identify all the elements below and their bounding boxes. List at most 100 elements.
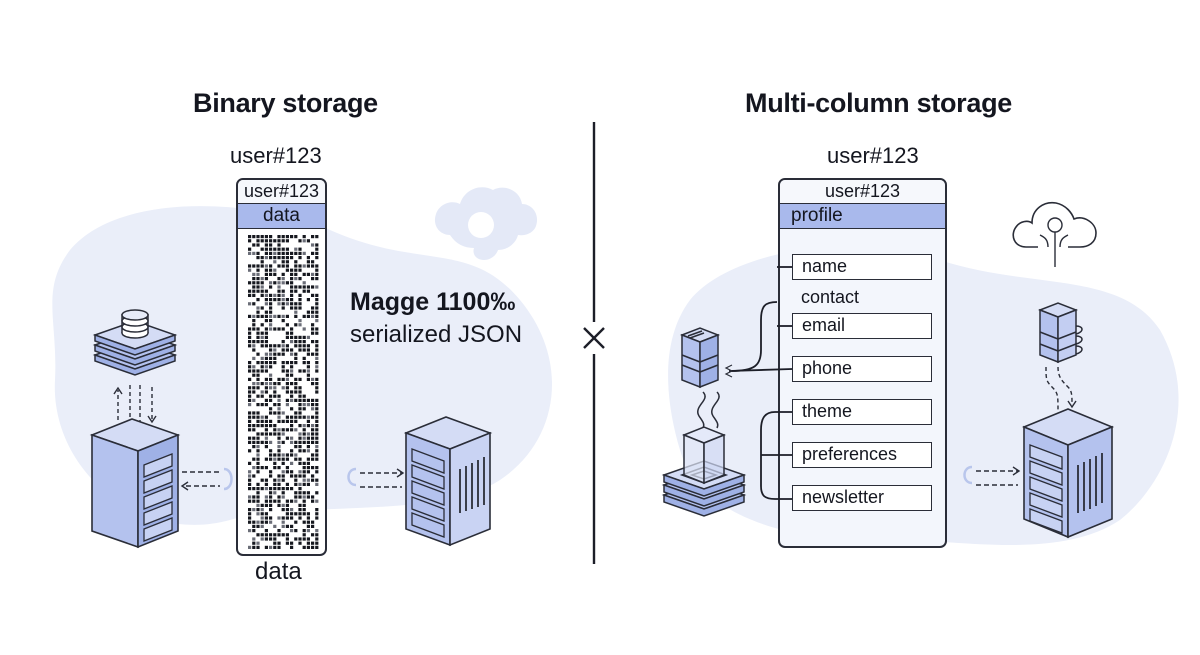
noise-cell (256, 520, 260, 524)
noise-cell (315, 407, 319, 411)
noise-cell (277, 239, 281, 243)
noise-cell (298, 445, 302, 449)
field-phone: phone (792, 356, 932, 382)
noise-cell (273, 541, 277, 545)
noise-cell (264, 356, 268, 360)
noise-cell (256, 470, 260, 474)
noise-cell (252, 495, 256, 499)
noise-cell (260, 344, 264, 348)
noise-cell (302, 272, 306, 276)
noise-cell (302, 407, 306, 411)
noise-cell (290, 302, 294, 306)
annotation-headline: Magge 1100‰ (350, 288, 516, 316)
noise-cell (306, 361, 310, 365)
noise-cell (256, 503, 260, 507)
noise-cell (298, 512, 302, 516)
noise-cell (290, 306, 294, 310)
noise-cell (264, 335, 268, 339)
dashed-curve-arrows (1045, 366, 1077, 412)
noise-cell (269, 243, 273, 247)
noise-cell (264, 382, 268, 386)
noise-cell (311, 285, 315, 289)
noise-cell (264, 256, 268, 260)
noise-cell (273, 491, 277, 495)
noise-cell (315, 382, 319, 386)
noise-cell (285, 314, 289, 318)
profile-band: profile (780, 204, 945, 229)
noise-cell (277, 327, 281, 331)
cloud-blob-icon (434, 187, 538, 260)
noise-cell (248, 394, 252, 398)
noise-cell (302, 403, 306, 407)
noise-cell (298, 277, 302, 281)
noise-cell (306, 491, 310, 495)
noise-cell (256, 449, 260, 453)
noise-cell (290, 327, 294, 331)
noise-cell (264, 319, 268, 323)
noise-cell (273, 344, 277, 348)
noise-cell (252, 289, 256, 293)
noise-cell (298, 369, 302, 373)
noise-cell (269, 457, 273, 461)
noise-cell (298, 268, 302, 272)
field-connectors (728, 266, 793, 500)
noise-cell (273, 403, 277, 407)
noise-cell (302, 428, 306, 432)
noise-cell (315, 499, 319, 503)
noise-cell (269, 474, 273, 478)
noise-cell (290, 424, 294, 428)
noise-cell (311, 495, 315, 499)
rack-slot (411, 496, 445, 522)
noise-cell (264, 243, 268, 247)
noise-cell (269, 256, 273, 260)
noise-cell (302, 503, 306, 507)
noise-cell (256, 524, 260, 528)
noise-cell (277, 352, 281, 356)
noise-cell (315, 466, 319, 470)
noise-cell (260, 466, 264, 470)
noise-cell (256, 440, 260, 444)
noise-cell (315, 306, 319, 310)
noise-cell (252, 277, 256, 281)
noise-cell (273, 466, 277, 470)
noise-cell (298, 340, 302, 344)
noise-cell (248, 340, 252, 344)
noise-cell (260, 335, 264, 339)
noise-cell (273, 411, 277, 415)
noise-cell (269, 323, 273, 327)
noise-cell (269, 432, 273, 436)
noise-cell (302, 436, 306, 440)
noise-cell (256, 327, 260, 331)
right-title: Multi-column storage (745, 88, 1013, 118)
noise-cell (273, 394, 277, 398)
x-icon (583, 327, 605, 349)
noise-cell (252, 369, 256, 373)
noise-cell (311, 428, 315, 432)
noise-cell (298, 495, 302, 499)
noise-cell (306, 482, 310, 486)
noise-cell (260, 289, 264, 293)
noise-cell (294, 537, 298, 541)
noise-cell (281, 411, 285, 415)
noise-cell (256, 352, 260, 356)
noise-cell (264, 277, 268, 281)
noise-cell (252, 344, 256, 348)
noise-cell (281, 524, 285, 528)
noise-cell (260, 524, 264, 528)
noise-cell (269, 239, 273, 243)
noise-cell (315, 403, 319, 407)
rack-slot (143, 469, 173, 494)
noise-cell (281, 457, 285, 461)
noise-cell (273, 478, 277, 482)
noise-cell (273, 428, 277, 432)
noise-cell (306, 348, 310, 352)
noise-cell (273, 524, 277, 528)
noise-cell (248, 440, 252, 444)
noise-cell (277, 415, 281, 419)
wavy-lines-icon (697, 391, 720, 429)
noise-cell (290, 419, 294, 423)
noise-cell (264, 457, 268, 461)
rack-slot (1029, 508, 1063, 534)
noise-cell (252, 373, 256, 377)
noise-cell (269, 268, 273, 272)
